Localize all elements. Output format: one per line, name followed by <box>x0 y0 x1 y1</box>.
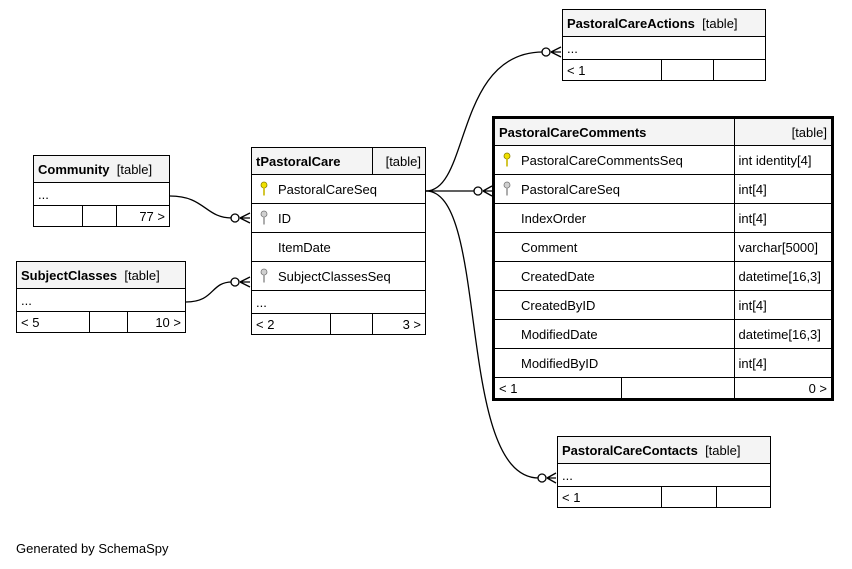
column-name: ID <box>278 210 291 226</box>
column-row[interactable]: PastoralCareSeq <box>252 174 425 204</box>
table-pastoralcareactions[interactable]: PastoralCareActions [table] ... < 1 <box>562 9 766 81</box>
column-type: int[4] <box>733 203 831 233</box>
column-row[interactable]: CreatedDate datetime[16,3] <box>495 261 831 291</box>
primary-key-icon <box>503 152 511 167</box>
edge-pastoralcare-contacts <box>425 190 540 479</box>
ellipsis-row: ... <box>252 290 425 314</box>
children-count: 3 > <box>371 313 425 334</box>
column-type: datetime[16,3] <box>733 261 831 291</box>
column-name: CreatedDate <box>495 261 735 291</box>
column-name: Comment <box>495 232 735 262</box>
column-name: CreatedByID <box>495 290 735 320</box>
column-type: int[4] <box>733 290 831 320</box>
table-name: SubjectClasses <box>21 267 118 283</box>
column-name: PastoralCareSeq <box>278 181 377 197</box>
table-pastoralcarecomments[interactable]: PastoralCareComments [table] PastoralCar… <box>492 116 834 401</box>
table-type: [table] <box>702 15 738 31</box>
columns-count <box>620 377 735 398</box>
columns-count <box>88 311 128 332</box>
column-row[interactable]: ItemDate <box>252 232 425 262</box>
children-count: 0 > <box>733 377 831 398</box>
columns-count <box>81 205 117 226</box>
foreign-key-icon <box>503 181 511 196</box>
column-row[interactable]: CreatedByID int[4] <box>495 290 831 320</box>
table-name: PastoralCareComments <box>495 119 735 146</box>
table-tpastoralcare[interactable]: tPastoralCare [table] PastoralCareSeq ID… <box>251 147 426 335</box>
column-row[interactable]: ModifiedByID int[4] <box>495 348 831 378</box>
table-type: [table] <box>705 442 741 458</box>
table-name: PastoralCareContacts <box>562 442 698 458</box>
primary-key-icon <box>260 181 268 196</box>
table-type: [table] <box>733 119 831 146</box>
column-row[interactable]: PastoralCareCommentsSeq int identity[4] <box>495 145 831 175</box>
table-type: [table] <box>371 148 425 175</box>
column-row[interactable]: Comment varchar[5000] <box>495 232 831 262</box>
parents-count: < 5 <box>17 311 90 332</box>
table-community[interactable]: Community [table] ... 77 > <box>33 155 170 227</box>
table-name: Community <box>38 161 110 177</box>
children-count: 10 > <box>126 311 185 332</box>
ellipsis-row: ... <box>34 182 169 206</box>
column-type: int identity[4] <box>733 145 831 175</box>
parents-count: < 1 <box>563 59 662 80</box>
parents-count: < 1 <box>558 486 662 507</box>
column-name: PastoralCareSeq <box>521 181 620 197</box>
parents-count: < 1 <box>495 377 622 398</box>
parents-count: < 2 <box>252 313 331 334</box>
column-name: ModifiedByID <box>495 348 735 378</box>
column-row[interactable]: IndexOrder int[4] <box>495 203 831 233</box>
table-subjectclasses[interactable]: SubjectClasses [table] ... < 5 10 > <box>16 261 186 333</box>
edge-subjectclasses-pastoralcare <box>185 281 233 303</box>
table-name: tPastoralCare <box>252 148 373 175</box>
edge-community-pastoralcare <box>169 195 233 219</box>
table-type: [table] <box>116 161 153 177</box>
column-name: ModifiedDate <box>495 319 735 349</box>
foreign-key-icon <box>260 210 268 225</box>
table-type: [table] <box>124 267 160 283</box>
ellipsis-row: ... <box>17 288 185 312</box>
column-row[interactable]: ModifiedDate datetime[16,3] <box>495 319 831 349</box>
children-count: 77 > <box>115 205 169 226</box>
parents-count <box>34 205 83 226</box>
columns-count <box>660 486 717 507</box>
columns-count <box>329 313 373 334</box>
column-row[interactable]: ID <box>252 203 425 233</box>
columns-count <box>660 59 714 80</box>
edge-pastoralcare-actions <box>425 51 544 192</box>
children-count <box>712 59 765 80</box>
column-type: int[4] <box>733 348 831 378</box>
children-count <box>715 486 770 507</box>
column-name: ItemDate <box>278 239 331 255</box>
column-name: IndexOrder <box>495 203 735 233</box>
foreign-key-icon <box>260 268 268 283</box>
column-name: PastoralCareCommentsSeq <box>521 152 683 168</box>
table-name: PastoralCareActions <box>567 15 695 31</box>
column-type: datetime[16,3] <box>733 319 831 349</box>
column-row[interactable]: SubjectClassesSeq <box>252 261 425 291</box>
column-name: SubjectClassesSeq <box>278 268 391 284</box>
column-type: varchar[5000] <box>733 232 831 262</box>
ellipsis-row: ... <box>558 463 770 487</box>
ellipsis-row: ... <box>563 36 765 60</box>
column-row[interactable]: PastoralCareSeq int[4] <box>495 174 831 204</box>
column-type: int[4] <box>733 174 831 204</box>
generated-by-label: Generated by SchemaSpy <box>16 541 169 556</box>
table-pastoralcarecontacts[interactable]: PastoralCareContacts [table] ... < 1 <box>557 436 771 508</box>
